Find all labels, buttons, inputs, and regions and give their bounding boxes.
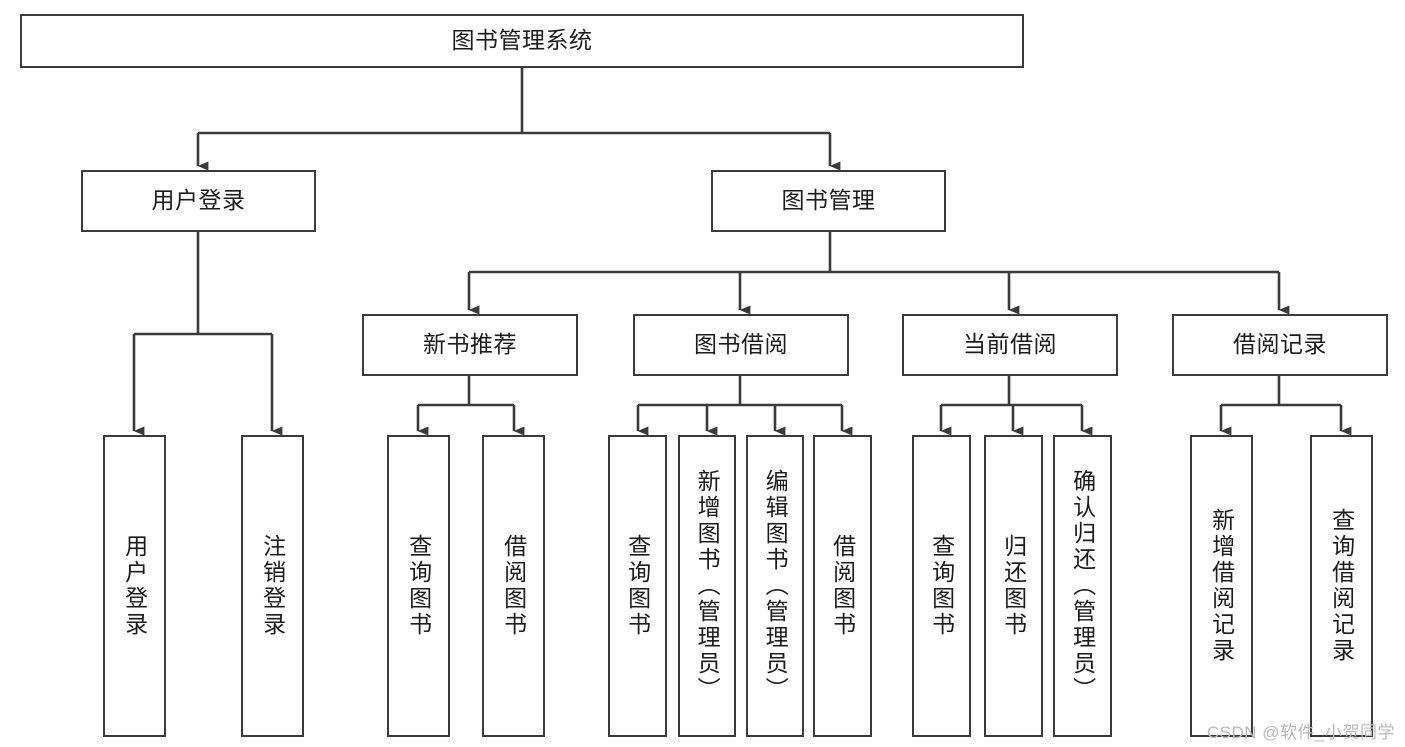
leaf-current-return-book[interactable]: 归还图书 — [984, 435, 1043, 737]
node-label: 借阅图书 — [829, 534, 856, 638]
node-label: 查询图书 — [405, 534, 432, 638]
node-book-management[interactable]: 图书管理 — [711, 170, 946, 232]
leaf-newbook-query-book[interactable]: 查询图书 — [387, 435, 450, 737]
node-label: 图书管理系统 — [451, 27, 593, 54]
node-new-book-recommendation[interactable]: 新书推荐 — [362, 314, 578, 376]
leaf-user-login[interactable]: 用户登录 — [103, 435, 166, 737]
node-label: 新书推荐 — [423, 331, 517, 358]
leaf-borrow-lend-book[interactable]: 借阅图书 — [813, 435, 872, 737]
leaf-borrow-add-book-admin[interactable]: 新增图书（管理员） — [678, 435, 736, 737]
node-label: 用户登录 — [151, 187, 246, 214]
node-label: 图书管理 — [781, 187, 876, 214]
node-label: 确认归还（管理员） — [1069, 469, 1096, 703]
node-label: 查询图书 — [928, 534, 955, 638]
leaf-current-query-book[interactable]: 查询图书 — [912, 435, 971, 737]
leaf-record-query-borrow-record[interactable]: 查询借阅记录 — [1310, 435, 1373, 737]
node-label: 归还图书 — [1000, 534, 1027, 638]
node-label: 当前借阅 — [963, 331, 1057, 358]
node-label: 注销登录 — [259, 534, 286, 638]
node-label: 查询图书 — [624, 534, 651, 638]
leaf-borrow-edit-book-admin[interactable]: 编辑图书（管理员） — [746, 435, 804, 737]
leaf-record-add-borrow-record[interactable]: 新增借阅记录 — [1190, 435, 1253, 737]
node-label: 编辑图书（管理员） — [762, 469, 789, 703]
leaf-borrow-query-book[interactable]: 查询图书 — [608, 435, 667, 737]
node-borrow-records[interactable]: 借阅记录 — [1172, 314, 1388, 376]
node-current-borrowing[interactable]: 当前借阅 — [902, 314, 1118, 376]
node-label: 借阅记录 — [1233, 331, 1327, 358]
node-root-book-management-system[interactable]: 图书管理系统 — [20, 14, 1024, 68]
node-label: 用户登录 — [121, 534, 148, 638]
node-book-borrowing[interactable]: 图书借阅 — [633, 314, 849, 376]
node-user-login[interactable]: 用户登录 — [81, 170, 316, 232]
leaf-newbook-borrow-book[interactable]: 借阅图书 — [482, 435, 545, 737]
node-label: 借阅图书 — [500, 534, 527, 638]
node-label: 查询借阅记录 — [1328, 508, 1355, 664]
leaf-current-confirm-return-admin[interactable]: 确认归还（管理员） — [1053, 435, 1112, 737]
leaf-user-logout[interactable]: 注销登录 — [241, 435, 304, 737]
node-label: 新增借阅记录 — [1208, 508, 1235, 664]
node-label: 新增图书（管理员） — [694, 469, 721, 703]
watermark-text: CSDN @软件_小贺同学 — [1206, 723, 1395, 742]
node-label: 图书借阅 — [694, 331, 788, 358]
